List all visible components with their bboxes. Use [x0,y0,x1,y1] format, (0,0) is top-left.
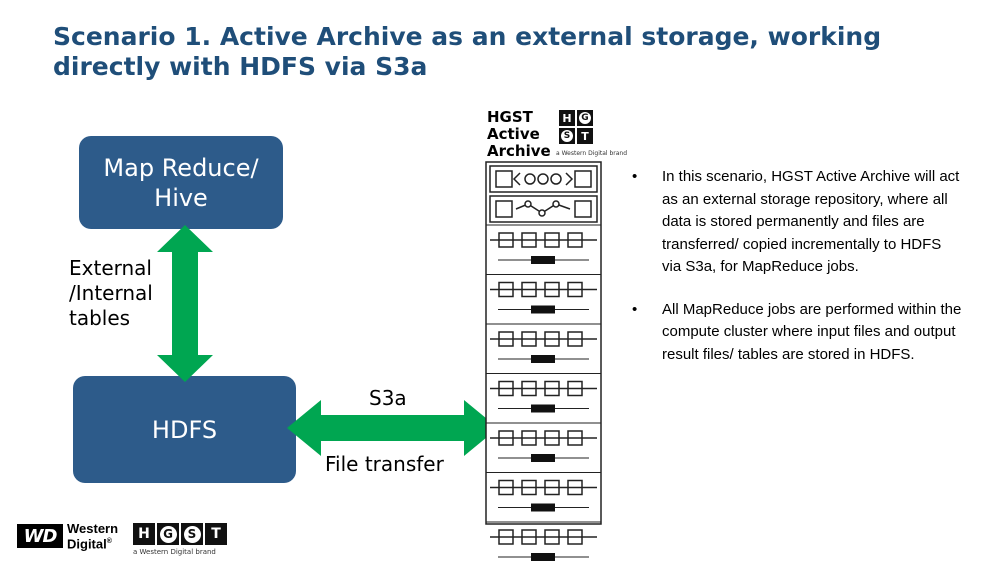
bullet-item: • In this scenario, HGST Active Archive … [632,166,962,279]
footer-hgst-h: H [133,523,155,545]
vertical-double-arrow [157,225,213,382]
mapreduce-hive-node: Map Reduce/ Hive [79,136,283,229]
hgst-tagline-small: a Western Digital brand [556,150,628,157]
rack-unit-handle [531,256,555,264]
rack-controller-led [537,173,549,185]
hgst-logo-small: H G S T [559,110,593,144]
description-bullets: • In this scenario, HGST Active Archive … [632,166,962,386]
slide-title-text: Scenario 1. Active Archive as an externa… [53,22,882,81]
external-internal-tables-label: External /Internal tables [69,256,153,330]
bullet-dot: • [632,168,638,185]
hdfs-label: HDFS [151,415,218,444]
rack-controller-port [574,170,592,188]
bullet-text: All MapReduce jobs are performed within … [662,300,962,363]
slide-title: Scenario 1. Active Archive as an externa… [53,22,953,82]
footer-hgst-tagline: a Western Digital brand [133,548,216,556]
rack-switch-port [495,200,513,218]
rack-controller-chevrons [512,172,574,186]
hdfs-node: HDFS [73,376,296,483]
rack-controller-led [524,173,536,185]
rack-unit-handle [531,404,555,413]
wd-mark: WD [17,524,63,549]
wd-wordmark: Western Digital® [67,521,119,552]
archive-rack [485,161,602,561]
rack-controller-led [550,173,562,185]
hgst-letter-s: S [559,128,575,144]
western-digital-logo: WD Western Digital® [17,522,118,550]
footer-hgst-g: G [157,523,179,545]
rack-switch-node [538,209,546,217]
hgst-letter-h: H [559,110,575,126]
hgst-letter-t: T [577,128,593,144]
hgst-logo-footer: H G S T [133,523,227,545]
hgst-active-archive-label: HGST Active Archive [487,108,551,160]
rack-switch-node [524,200,532,208]
rack-unit-handle [531,454,555,462]
file-transfer-label: File transfer [325,452,444,476]
rack-unit-handle [531,503,555,512]
rack-controller-port [495,170,513,188]
rack-switch-node [552,200,560,208]
mapreduce-hive-label: Map Reduce/ Hive [103,153,259,212]
footer-hgst-t: T [205,523,227,545]
rack-switch-port [574,200,592,218]
horizontal-double-arrow [287,400,498,456]
bullet-item: • All MapReduce jobs are performed withi… [632,299,962,367]
bullet-dot: • [632,300,638,318]
rack-unit-handle [531,355,555,363]
bullet-text: In this scenario, HGST Active Archive wi… [662,168,960,275]
rack-unit-handle [531,553,555,561]
hgst-letter-g: G [577,110,593,126]
s3a-label: S3a [369,386,407,410]
footer-hgst-s: S [181,523,203,545]
rack-unit-handle [531,305,555,314]
